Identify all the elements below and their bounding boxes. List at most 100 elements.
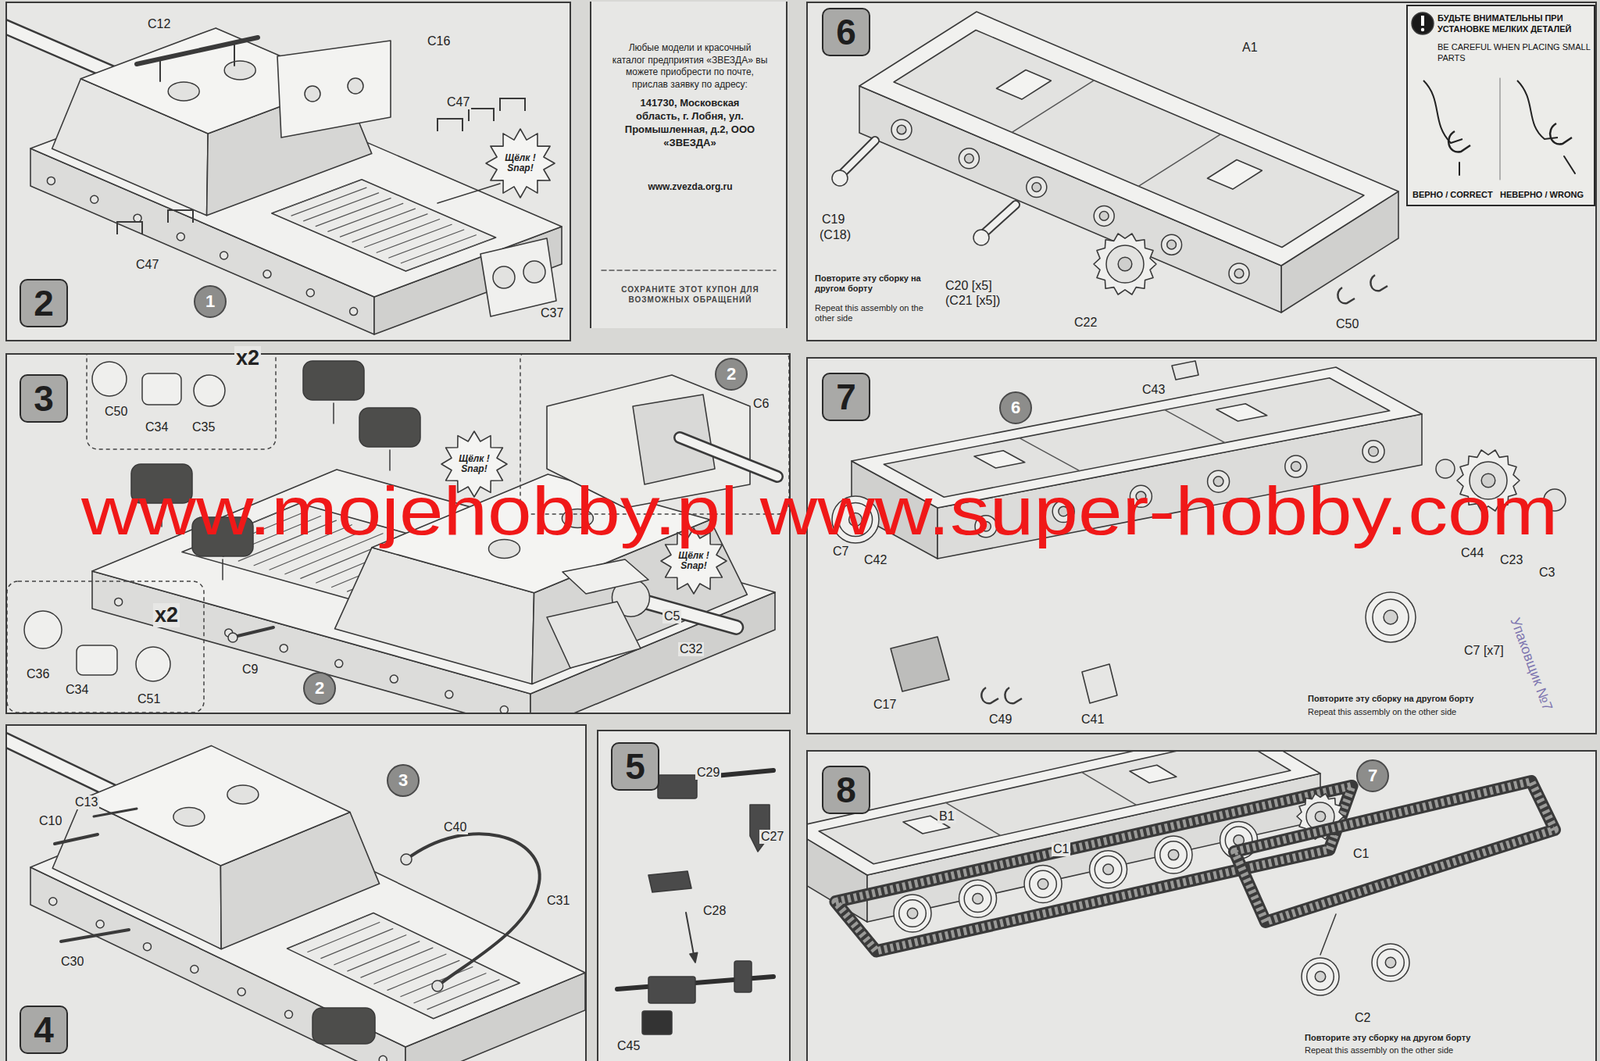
gun-barrel [679, 437, 778, 477]
arm-end [832, 170, 848, 186]
callout-number: 3 [388, 765, 418, 796]
cable-eye [432, 980, 443, 992]
hull-bolt [133, 214, 142, 222]
part-number: C37 [539, 306, 565, 321]
tool [60, 929, 129, 942]
panel-ground [806, 1, 1597, 342]
warning-icon [1421, 15, 1425, 26]
callout-circle: 7 [1356, 759, 1390, 793]
step-number: 3 [19, 374, 68, 423]
road-wheel [1371, 943, 1410, 982]
suspension-arm [839, 140, 875, 176]
track-hook [981, 687, 999, 704]
fit-arrow [332, 403, 335, 424]
mg-body [648, 976, 696, 1004]
sprocket-hub [1117, 257, 1133, 272]
suspension-arm [839, 140, 875, 176]
part-number: C22 [1072, 315, 1099, 330]
plate-detail [492, 266, 515, 289]
engine-grille [387, 960, 460, 990]
part-number: C20 [x5] [943, 278, 994, 293]
quantity-mark: x2 [153, 603, 180, 628]
panel-art [832, 11, 1399, 313]
warning-box: БУДЬТЕ ВНИМАТЕЛЬНЫ ПРИ УСТАНОВКЕ МЕЛКИХ … [1406, 4, 1596, 207]
hull-bolt [500, 706, 508, 713]
part-number: C45 [615, 1039, 642, 1054]
callout-circle: 1 [193, 285, 227, 318]
warning-sketch [1407, 6, 1594, 205]
hull-bolt [176, 232, 185, 241]
mg-bracket [734, 960, 752, 993]
panel-ground [589, 1, 788, 329]
warning-icon [1421, 28, 1425, 32]
mg-body [657, 775, 697, 799]
hull-bolt [96, 920, 104, 929]
suspension-hub [1228, 263, 1250, 284]
drum-cap [135, 646, 171, 682]
divider [1500, 78, 1501, 180]
detail-frame [86, 354, 276, 450]
hull-bolt [90, 195, 99, 204]
engine-grille [427, 979, 500, 1010]
suspension-hub [1099, 211, 1109, 222]
gun-barrel [679, 437, 778, 477]
wheel-hub [1167, 849, 1179, 860]
callout-circle: 2 [714, 357, 748, 391]
packer-stamp: Упаковщик №7 [1507, 615, 1556, 714]
part-number: C29 [695, 765, 722, 780]
wheel-hub [1435, 459, 1455, 479]
tool [93, 808, 137, 817]
part-number: C9 [240, 662, 260, 677]
fit-arrow [221, 559, 224, 580]
fit-arrow [685, 912, 694, 955]
hull-bolt [350, 307, 358, 316]
panel-ground [806, 357, 1597, 735]
snap-callout: Щёлк ! Snap! [675, 550, 712, 572]
coupon-text: 141730, Московская область, г. Лобня, ул… [623, 96, 757, 150]
part-knob [228, 632, 238, 643]
part-number: C44 [1459, 546, 1486, 561]
hull-floor [893, 30, 1365, 248]
floor-block [1129, 764, 1177, 783]
step-number: 8 [821, 765, 871, 815]
leader-line [437, 183, 500, 204]
wheel-hub [972, 893, 983, 904]
road-wheel-rim [1372, 599, 1409, 636]
part-number: C49 [987, 712, 1014, 727]
part-number: B1 [937, 809, 957, 824]
part-number: C47 [445, 95, 472, 110]
road-wheel-rim [899, 900, 927, 928]
engine-deck [271, 179, 497, 272]
part-number: C2 [1353, 1010, 1372, 1025]
repeat-note: Repeat this assembly on the other side [1306, 707, 1458, 718]
suspension-hub [1167, 239, 1177, 250]
panel-ground [596, 729, 791, 1061]
panel-art [807, 751, 1555, 996]
callout-number: 6 [1000, 392, 1031, 423]
engine-grille [360, 947, 433, 978]
hatch-plate [277, 40, 391, 138]
engine-grille [374, 953, 447, 984]
casemate-roof [82, 745, 350, 866]
track-links [1234, 781, 1555, 922]
road-wheel [1301, 957, 1340, 996]
track-hook [1337, 287, 1355, 304]
road-wheel-rim [1160, 841, 1188, 869]
road-wheel [1089, 850, 1128, 889]
repeat-note: Повторите эту сборку на другом борту [1306, 693, 1475, 704]
hull-bolt [46, 176, 55, 185]
drum-cap [24, 610, 62, 649]
hull-bolt [220, 251, 229, 260]
callout-circle: 2 [303, 671, 336, 705]
repeat-note: Repeat this assembly on the other side [1303, 1045, 1455, 1056]
part-number: C23 [1498, 553, 1525, 568]
callout-circle: 6 [999, 391, 1033, 425]
part-bar [136, 37, 258, 65]
part-number: C17 [871, 697, 898, 712]
engine-grille [413, 240, 489, 269]
panel-art [7, 3, 562, 335]
hull-deck [30, 792, 586, 1047]
drum-cap [193, 375, 225, 407]
floor-block [974, 450, 1025, 468]
